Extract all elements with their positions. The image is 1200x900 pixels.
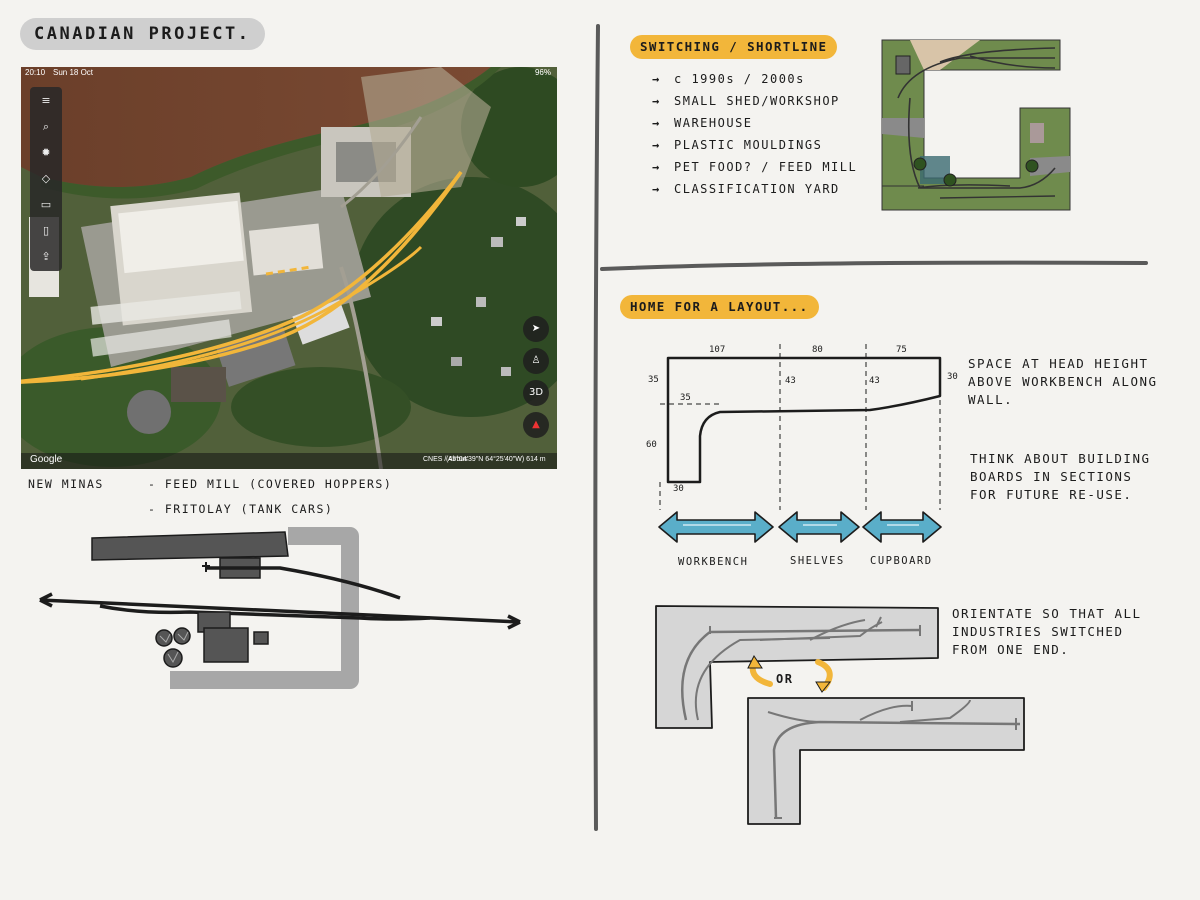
satellite-map[interactable]: 20:10 Sun 18 Oct 96% ≡ ⌕ ✹ ◇ ▭ ▯ ⇪ ➤ ♙ 3… [21, 67, 557, 469]
caption-line-2: - FRITOLAY (TANK CARS) [148, 502, 334, 516]
ruler-icon[interactable]: ▭ [40, 198, 52, 211]
navigate-icon[interactable]: ➤ [523, 316, 549, 342]
switching-heading: SWITCHING / SHORTLINE [630, 35, 838, 59]
dim-top-2: 80 [812, 345, 823, 355]
pegman-icon[interactable]: ♙ [523, 348, 549, 374]
list-item: →c 1990s / 2000s [652, 72, 805, 86]
menu-icon[interactable]: ≡ [41, 94, 51, 107]
arrow-icon: → [652, 160, 661, 174]
arrow-icon: → [652, 182, 661, 196]
or-label: OR [776, 672, 794, 686]
dim-top-3: 75 [896, 345, 907, 355]
layout-heading: HOME FOR A LAYOUT... [620, 295, 819, 319]
dim-left-top: 35 [648, 375, 659, 385]
orientation-sketch [655, 605, 1025, 825]
sections-note: THINK ABOUT BUILDING BOARDS IN SECTIONS … [970, 451, 1151, 502]
arrow-icon: → [652, 94, 661, 108]
list-item: →CLASSIFICATION YARD [652, 182, 840, 196]
arrow-icon: → [652, 138, 661, 152]
workbench-label: WORKBENCH [678, 556, 749, 568]
sun-icon[interactable]: ✹ [41, 146, 51, 159]
list-item: →PET FOOD? / FEED MILL [652, 160, 858, 174]
page-title: CANADIAN PROJECT. [20, 18, 265, 50]
board-option-a [655, 605, 939, 729]
switching-list: →c 1990s / 2000s →SMALL SHED/WORKSHOP →W… [652, 72, 882, 202]
status-time: 20:10 [25, 68, 46, 77]
shelf-dimension-plan [659, 344, 942, 510]
map-toolbar: ≡ ⌕ ✹ ◇ ▭ ▯ ⇪ [30, 87, 62, 271]
track-schematic [39, 527, 521, 689]
list-item: →WAREHOUSE [652, 116, 753, 130]
shortline-plan-sketch [881, 39, 1071, 211]
dim-inner: 35 [680, 393, 691, 403]
workbench-arrow-icon [658, 511, 774, 543]
status-battery: 96% [534, 68, 551, 77]
view-3d-button[interactable]: 3D [523, 380, 549, 406]
layers-icon[interactable]: ◇ [41, 172, 51, 185]
dim-mid-2: 43 [869, 376, 880, 386]
caption-line-1: - FEED MILL (COVERED HOPPERS) [148, 477, 393, 491]
space-note: SPACE AT HEAD HEIGHT ABOVE WORKBENCH ALO… [968, 356, 1158, 407]
dim-right: 30 [947, 372, 958, 382]
board-option-b [747, 697, 1025, 825]
section-arrows [658, 511, 942, 543]
cupboard-arrow-icon [862, 511, 942, 543]
compass-icon[interactable]: ▲ [523, 412, 549, 438]
search-icon[interactable]: ⌕ [42, 120, 50, 133]
status-date: Sun 18 Oct [53, 68, 94, 77]
silo-icon [155, 629, 173, 647]
place-label: NEW MINAS [28, 477, 104, 491]
feed-mill-building [91, 531, 289, 561]
map-credits: CNES / Airbus [423, 456, 468, 463]
arrow-icon: → [652, 116, 661, 130]
vertical-divider [593, 24, 600, 831]
map-footer: Google CNES / Airbus (45°04'39"N 64°25'4… [21, 453, 557, 469]
fritolay-building [203, 627, 249, 663]
map-status-bar: 20:10 Sun 18 Oct 96% [21, 67, 557, 79]
silo-icon [173, 627, 191, 645]
horizontal-divider [600, 260, 1148, 271]
shelves-arrow-icon [778, 511, 860, 543]
doc-icon[interactable]: ▯ [42, 224, 50, 237]
map-coordinates: (45°04'39"N 64°25'40"W) 614 m [446, 456, 546, 463]
arrow-icon: → [652, 72, 661, 86]
cupboard-label: CUPBOARD [870, 555, 933, 567]
share-icon[interactable]: ⇪ [41, 250, 51, 263]
dim-top-1: 107 [709, 345, 726, 355]
dim-bottom: 30 [673, 484, 684, 494]
map-imagery [21, 67, 557, 469]
dim-left-vertical: 60 [646, 440, 657, 450]
silo-icon [163, 648, 183, 668]
shelves-label: SHELVES [790, 555, 845, 567]
list-item: →SMALL SHED/WORKSHOP [652, 94, 840, 108]
orientation-note: ORIENTATE SO THAT ALL INDUSTRIES SWITCHE… [952, 606, 1142, 657]
dim-mid-1: 43 [785, 376, 796, 386]
list-item: →PLASTIC MOULDINGS [652, 138, 823, 152]
google-label: Google [30, 454, 63, 465]
